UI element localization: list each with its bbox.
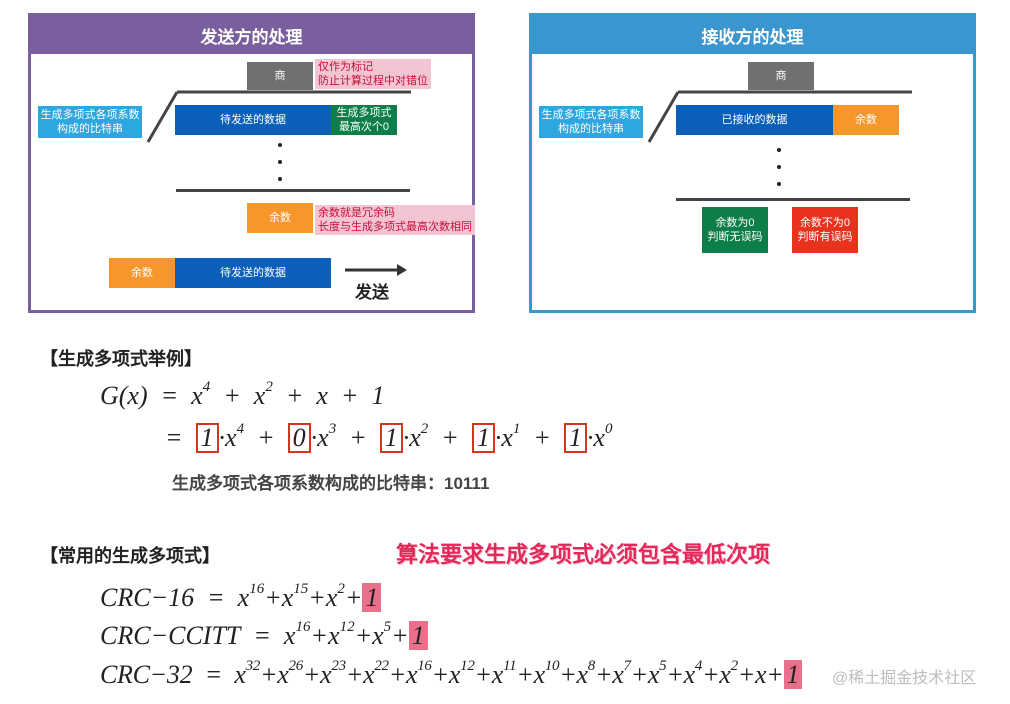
sender-title: 发送方的处理 xyxy=(31,16,472,54)
sender-quotient-note: 仅作为标记 防止计算过程中对错位 xyxy=(315,59,431,89)
sender-zeros: 生成多项式 最高次个0 xyxy=(331,105,397,135)
example-heading: 【生成多项式举例】 xyxy=(40,349,202,369)
poly-expansion: = 1·x4 + 0·x3 + 1·x2 + 1·x1 + 1·x0 xyxy=(165,421,613,453)
watermark: @稀土掘金技术社区 xyxy=(832,670,977,687)
common-note: 算法要求生成多项式必须包含最低次项 xyxy=(396,542,771,567)
sender-dot xyxy=(278,177,282,181)
receiver-quotient: 商 xyxy=(748,62,814,90)
receiver-error: 余数不为0 判断有误码 xyxy=(792,207,858,253)
receiver-data: 已接收的数据 xyxy=(676,105,833,135)
receiver-title: 接收方的处理 xyxy=(532,16,973,54)
frame-remainder: 余数 xyxy=(109,258,175,288)
sender-poly-bits: 生成多项式各项系数 构成的比特串 xyxy=(38,106,142,138)
receiver-subtraction-line xyxy=(676,198,910,201)
sender-quotient: 商 xyxy=(247,62,313,90)
crc16-formula: CRC−16 = x16+x15+x2+1 xyxy=(100,581,382,613)
poly-definition: G(x) = x4 + x2 + x + 1 xyxy=(100,379,385,410)
sender-remainder: 余数 xyxy=(247,203,313,233)
receiver-dot xyxy=(777,165,781,169)
receiver-panel: 接收方的处理 xyxy=(529,13,976,313)
receiver-dot xyxy=(777,182,781,186)
sender-data: 待发送的数据 xyxy=(175,105,331,135)
send-label: 发送 xyxy=(355,283,389,302)
sender-subtraction-line xyxy=(176,189,410,192)
sender-dot xyxy=(278,160,282,164)
crc32-formula: CRC−32 = x32+x26+x23+x22+x16+x12+x11+x10… xyxy=(100,658,803,690)
receiver-poly-bits: 生成多项式各项系数 构成的比特串 xyxy=(539,106,643,138)
send-arrow-icon xyxy=(345,264,407,276)
sender-division-bracket xyxy=(146,90,411,143)
sender-dot xyxy=(278,143,282,147)
receiver-division-bracket xyxy=(647,90,912,143)
receiver-dot xyxy=(777,148,781,152)
frame-data: 待发送的数据 xyxy=(175,258,331,288)
common-heading: 【常用的生成多项式】 xyxy=(40,546,220,566)
sender-remainder-note: 余数就是冗余码 长度与生成多项式最高次数相同 xyxy=(315,205,475,235)
receiver-ok: 余数为0 判断无误码 xyxy=(702,207,768,253)
poly-bitstring: 生成多项式各项系数构成的比特串：10111 xyxy=(172,474,490,493)
crc-ccitt-formula: CRC−CCITT = x16+x12+x5+1 xyxy=(100,619,428,651)
receiver-remainder: 余数 xyxy=(833,105,899,135)
